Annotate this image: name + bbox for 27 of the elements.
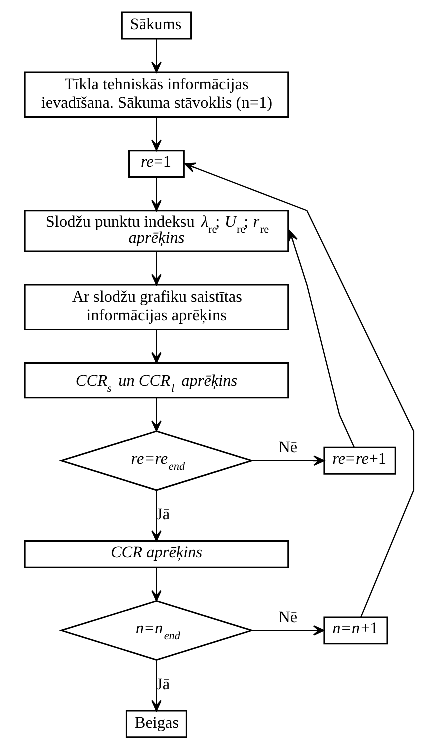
node-box: CCR$_{s}$ un CCR$_{l}$ aprēķins bbox=[24, 362, 289, 399]
arrow bbox=[288, 230, 355, 448]
node-box: Tīkla tehniskās informācijas ievadīšana. Sākuma stāvoklis (n=1) bbox=[24, 72, 289, 118]
node-box: CCR aprēķins bbox=[24, 540, 289, 568]
arrow bbox=[151, 660, 162, 712]
arrow bbox=[151, 39, 162, 74]
arrow bbox=[151, 177, 162, 212]
node-box: Slodžu punktu indeksu λ$_{re}$; U$_{re}$; r$_{re}$ aprēķins bbox=[24, 210, 289, 252]
arrow bbox=[151, 118, 162, 152]
edge-label: Nē bbox=[278, 438, 298, 457]
arrow bbox=[151, 568, 162, 602]
arrow bbox=[151, 252, 162, 286]
node-box: n=n+1 bbox=[323, 616, 388, 645]
arrow bbox=[251, 456, 324, 466]
arrow bbox=[151, 398, 162, 432]
edge-label: Nē bbox=[278, 608, 298, 626]
node-box: re=1 bbox=[128, 150, 184, 178]
node-diamond: re=re$_{end}$ bbox=[58, 430, 254, 492]
node-box: re=re+1 bbox=[323, 446, 396, 475]
node-box: Beigas bbox=[125, 710, 187, 738]
arrow bbox=[151, 490, 162, 542]
arrow bbox=[184, 162, 414, 618]
node-diamond: n=n$_{end}$ bbox=[58, 600, 254, 661]
arrow bbox=[151, 330, 162, 364]
node-box: Sākums bbox=[120, 12, 192, 40]
node-box: Ar slodžu grafiku saistītas informācijas aprēķins bbox=[24, 284, 289, 331]
arrow bbox=[251, 626, 324, 636]
